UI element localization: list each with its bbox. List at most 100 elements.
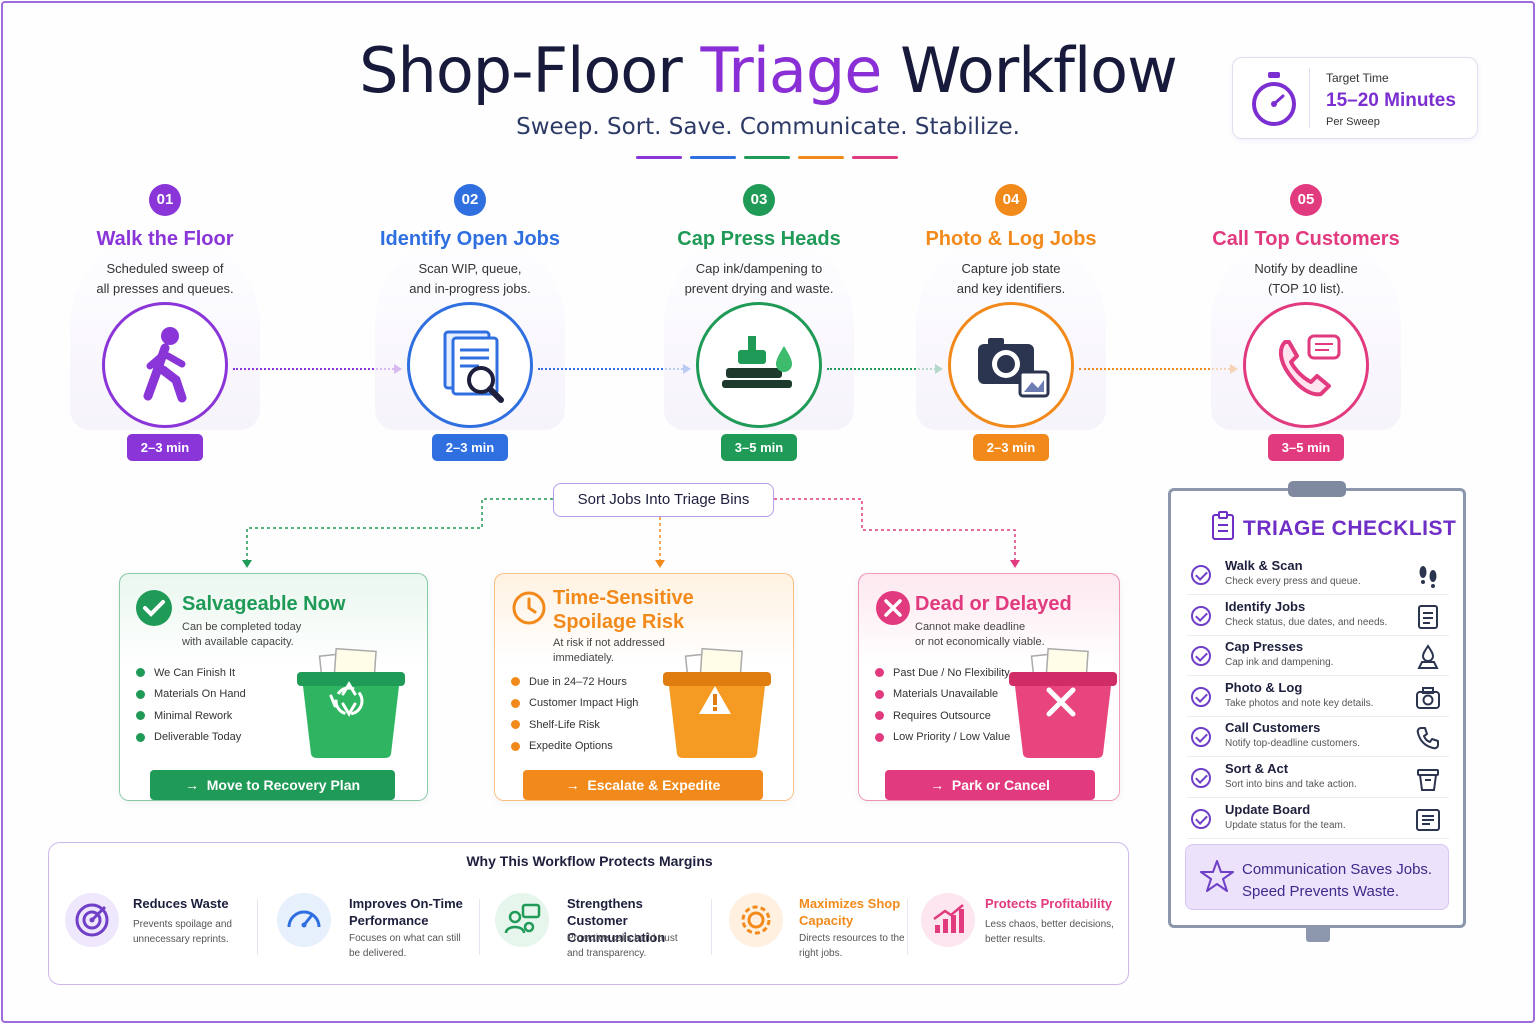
step-number: 02 [454,184,486,216]
step-03: 03 Cap Press Heads Cap ink/dampening to … [634,184,884,299]
recycle-bin-icon [291,646,411,771]
step-arrow [233,364,402,374]
bin-criterion: Deliverable Today [136,727,246,749]
criterion-text: Shelf-Life Risk [529,718,600,731]
benefit-divider [907,899,908,955]
benefit-desc: Less chaos, better decisions, better res… [985,919,1114,945]
growth-chart-icon [921,893,975,947]
checklist-item[interactable]: Call Customers Notify top-deadline custo… [1187,717,1449,758]
star-icon [1200,860,1234,892]
checklist-item[interactable]: Sort & Act Sort into bins and take actio… [1187,758,1449,798]
criterion-text: Materials On Hand [154,688,246,701]
step-desc: Scan WIP, queue, and in-progress jobs. [409,261,531,296]
criterion-text: Customer Impact High [529,697,639,710]
check-circle-icon [1191,605,1211,626]
benefit-item: Protects Profitability Less chaos, bette… [921,889,1121,969]
triage-bin-3: Dead or Delayed Cannot make deadline or … [858,573,1120,801]
criterion-text: Requires Outsource [893,709,991,722]
step-time-badge: 2–3 min [973,434,1049,461]
checklist-item-title: Update Board [1225,801,1311,817]
benefit-item: Reduces Waste Prevents spoilage and unne… [65,889,265,969]
step-icon-circle [1243,302,1369,428]
why-section: Why This Workflow Protects Margins Reduc… [48,842,1129,985]
step-icon-circle [696,302,822,428]
bin-criterion: We Can Finish It [136,662,246,684]
check-circle-icon [1191,565,1211,585]
target-unit: Per Sweep [1326,116,1380,128]
bin-action-button[interactable]: → Park or Cancel [885,770,1095,800]
footprints-icon [1415,563,1441,589]
check-circle-icon [1191,727,1211,748]
triage-checklist: TRIAGE CHECKLIST Walk & Scan Check every… [1168,488,1466,928]
step-desc: Cap ink/dampening to prevent drying and … [684,261,834,296]
clipboard-clip [1288,481,1346,497]
checklist-item[interactable]: Photo & Log Take photos and note key det… [1187,677,1449,717]
criterion-text: Materials Unavailable [893,688,999,701]
title-part: Workflow [881,34,1178,107]
gear-icon [729,893,783,947]
step-time-badge: 2–3 min [127,434,203,461]
warning-bin-icon [657,646,777,771]
sort-jobs-label: Sort Jobs Into Triage Bins [553,483,774,517]
benefit-desc: Directs resources to the right jobs. [799,933,905,959]
benefit-item: Maximizes Shop Capacity Directs resource… [729,889,929,969]
checklist-banner-text: Communication Saves Jobs. Speed Prevents… [1242,861,1433,900]
benefit-title: Maximizes Shop Capacity [799,896,901,928]
step-title: Call Top Customers [1212,228,1400,250]
bin-criterion: Materials Unavailable [875,684,1010,706]
bin-criterion: Materials On Hand [136,684,246,706]
clipboard-stand [1306,928,1330,942]
checklist-item[interactable]: Update Board Update status for the team. [1187,799,1449,839]
people-chat-icon [495,893,549,947]
bin-status-icon [873,588,913,633]
criterion-text: Past Due / No Flexibility [893,666,1010,679]
checklist-item-title: Walk & Scan [1225,558,1303,573]
benefit-desc: Proactive calls build trust and transpar… [567,933,678,959]
step-title: Identify Open Jobs [379,228,561,250]
target-time-card: Target Time 15–20 Minutes Per Sweep [1232,57,1478,139]
checklist-item[interactable]: Identify Jobs Check status, due dates, a… [1187,596,1449,636]
bin-criterion: Minimal Rework [136,705,246,727]
bin-criterion: Low Priority / Low Value [875,727,1010,749]
benefit-item: Improves On-Time Performance Focuses on … [277,889,477,969]
bin-action-label: Park or Cancel [951,777,1050,793]
benefit-item: Strengthens Customer Communication Proac… [495,889,695,969]
bin-title: Time-Sensitive Spoilage Risk [553,587,694,633]
checklist-item-desc: Notify top-deadline customers. [1225,738,1361,750]
bin-status-icon [134,588,174,633]
benefit-divider [257,899,258,955]
criterion-text: Expedite Options [529,740,613,753]
cancel-bin-icon [1003,646,1123,771]
checklist-item-title: Identify Jobs [1225,598,1306,614]
criterion-text: We Can Finish It [154,666,236,679]
criterion-text: Low Priority / Low Value [893,731,1011,744]
title-accent: Triage [700,34,882,107]
step-number: 01 [149,184,181,216]
color-dashes [636,156,898,159]
bin-subtitle: At risk if not addressed immediately. [553,637,665,664]
check-circle-icon [1191,808,1211,829]
checklist-item-desc: Update status for the team. [1225,819,1346,831]
target-icon [65,893,119,947]
checklist-item[interactable]: Cap Presses Cap ink and dampening. [1187,636,1449,677]
checklist-item-title: Sort & Act [1225,761,1289,776]
checklist-item[interactable]: Walk & Scan Check every press and queue. [1187,555,1449,595]
check-circle-icon [1191,686,1211,707]
criterion-text: Due in 24–72 Hours [529,675,627,688]
bin-action-button[interactable]: → Escalate & Expedite [523,770,763,800]
bin-action-button[interactable]: → Move to Recovery Plan [150,770,395,800]
step-desc: Capture job state and key identifiers. [956,261,1066,296]
bin-criterion: Expedite Options [511,736,638,758]
bin-title: Salvageable Now [182,593,346,615]
step-icon-circle [948,302,1074,428]
checklist-item-desc: Sort into bins and take action. [1225,779,1357,790]
benefit-divider [711,899,712,955]
triage-bin-1: Salvageable Now Can be completed today w… [119,573,428,801]
check-circle-icon [1191,646,1211,667]
bin-title: Dead or Delayed [915,593,1072,615]
document-icon [1415,604,1441,630]
benefit-title: Strengthens Customer Communication [567,896,666,945]
